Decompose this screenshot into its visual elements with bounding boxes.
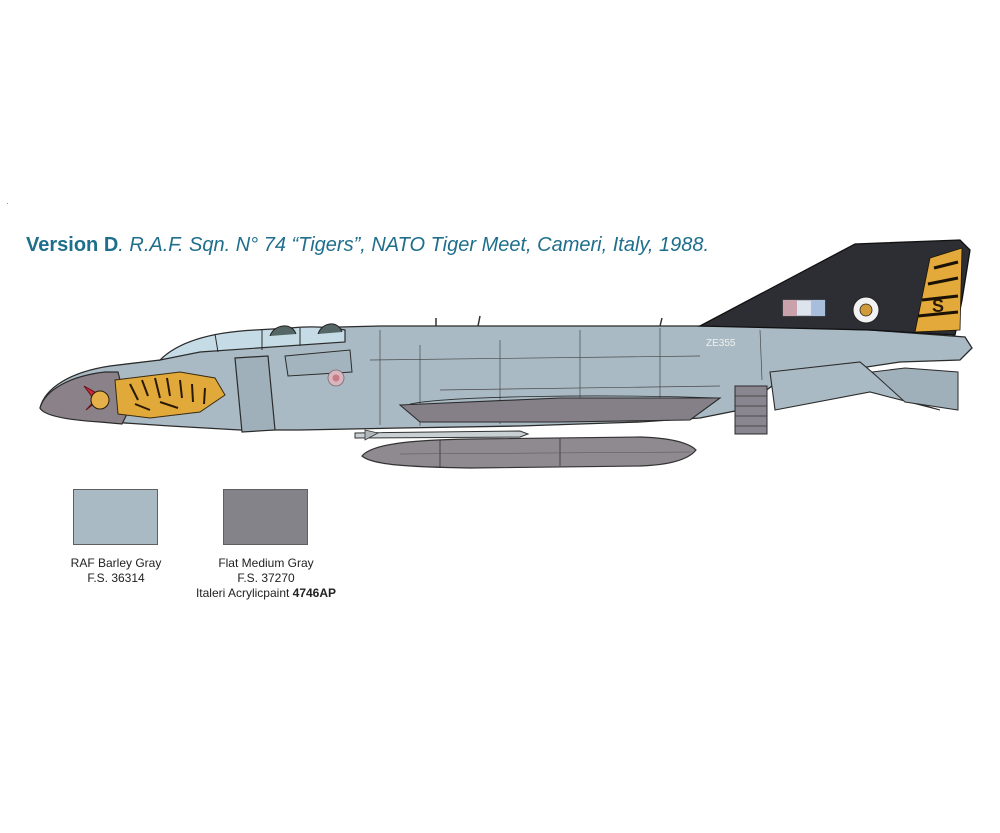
- drop-tank: [361, 436, 697, 469]
- color-fs-code: F.S. 37270: [237, 571, 295, 585]
- color-name: Flat Medium Gray: [218, 556, 314, 570]
- tail-code: S: [932, 296, 944, 316]
- exhaust-panel: [734, 385, 768, 435]
- color-name: RAF Barley Gray: [70, 556, 162, 570]
- missile: [354, 430, 530, 439]
- paint-code: 4746AP: [292, 586, 337, 600]
- version-description: . R.A.F. Sqn. N° 74 “Tigers”, NATO Tiger…: [118, 234, 710, 256]
- color-fs-code: F.S. 36314: [87, 571, 145, 585]
- stray-dot: [7, 203, 8, 204]
- color-caption-medium-gray: Flat Medium Gray F.S. 37270 Italeri Acry…: [183, 556, 349, 601]
- paint-reference: Italeri Acrylicpaint 4746AP: [183, 586, 349, 601]
- color-caption-barley-gray: RAF Barley Gray F.S. 36314: [60, 556, 172, 586]
- air-intake: [234, 355, 276, 433]
- tail-tiger-stripes: [914, 247, 963, 333]
- version-label: Version D: [26, 234, 119, 256]
- canopy: [158, 326, 346, 361]
- wing: [398, 397, 722, 423]
- color-swatch-barley-gray: [73, 489, 158, 545]
- color-swatch-medium-gray: [223, 489, 308, 545]
- paint-prefix: Italeri Acrylicpaint: [195, 586, 293, 600]
- version-title: Version D. R.A.F. Sqn. N° 74 “Tigers”, N…: [26, 234, 709, 257]
- vertical-tail: [697, 239, 971, 336]
- serial-number: ZE355: [706, 338, 736, 349]
- horizontal-stabilizer: [769, 361, 941, 411]
